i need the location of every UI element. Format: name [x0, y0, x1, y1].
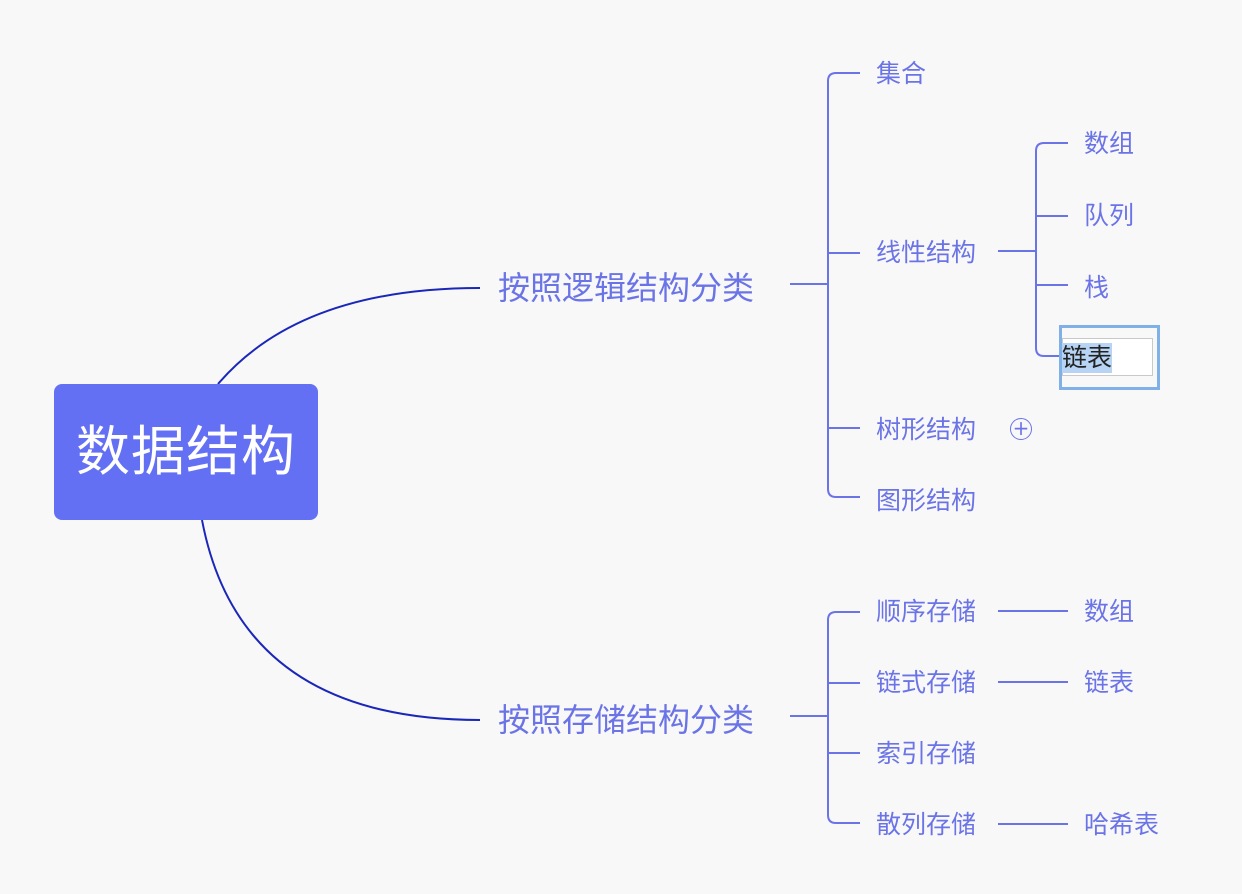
node-tree[interactable]: 树形结构: [876, 415, 977, 444]
node-hashed[interactable]: 散列存储: [876, 810, 977, 839]
node-linked-list-editing[interactable]: 链表: [1062, 343, 1113, 373]
connector-root-storage: [201, 519, 481, 721]
node-sequential[interactable]: 顺序存储: [876, 597, 977, 626]
node-linear[interactable]: 线性结构: [876, 238, 977, 267]
node-sequential-array[interactable]: 数组: [1084, 597, 1135, 626]
bracket-storage: [790, 611, 860, 824]
node-indexed[interactable]: 索引存储: [876, 739, 977, 768]
node-queue[interactable]: 队列: [1084, 201, 1135, 230]
root-label: 数据结构: [76, 420, 296, 483]
node-linked-list[interactable]: 链表: [1084, 668, 1135, 697]
bracket-logical: [790, 72, 860, 498]
node-linked[interactable]: 链式存储: [876, 668, 977, 697]
expand-plus-icon[interactable]: +: [1010, 418, 1032, 440]
storage-child-lines: [998, 610, 1068, 825]
node-graph[interactable]: 图形结构: [876, 486, 977, 515]
branch-logical[interactable]: 按照逻辑结构分类: [498, 269, 755, 307]
node-stack[interactable]: 栈: [1084, 273, 1110, 302]
node-array[interactable]: 数组: [1084, 129, 1135, 158]
branch-storage[interactable]: 按照存储结构分类: [498, 701, 755, 739]
connector-root-logical: [217, 287, 481, 385]
node-set[interactable]: 集合: [876, 59, 927, 88]
node-hash-table[interactable]: 哈希表: [1084, 810, 1160, 839]
bracket-linear: [998, 142, 1068, 357]
root-node[interactable]: 数据结构: [54, 384, 318, 520]
